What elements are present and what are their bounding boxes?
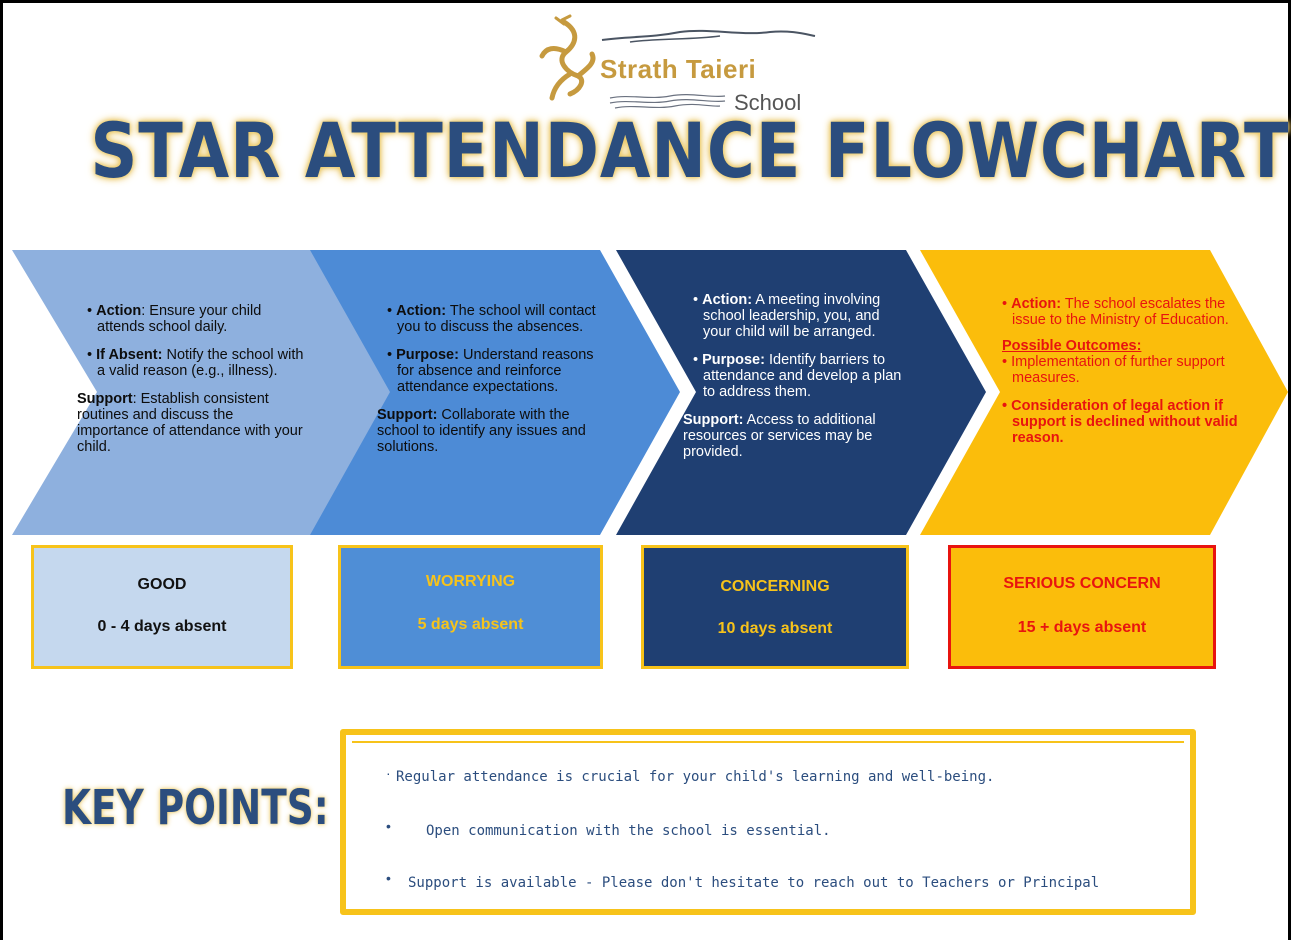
level-days: 0 - 4 days absent xyxy=(97,618,227,635)
purpose-item: • Purpose: Identify barriers to attendan… xyxy=(693,352,902,400)
level-worrying-box: WORRYING 5 days absent xyxy=(338,545,603,669)
level-serious-box: SERIOUS CONCERN 15 + days absent xyxy=(948,545,1216,669)
level-title: WORRYING xyxy=(425,573,516,590)
level-good-box: GOOD 0 - 4 days absent xyxy=(31,545,293,669)
level-days: 5 days absent xyxy=(417,616,524,633)
level-days: 15 + days absent xyxy=(1017,619,1147,636)
chevron-shape xyxy=(616,250,986,535)
stage-good-chevron: • Action: Ensure your child attends scho… xyxy=(12,250,397,535)
chevron-shape xyxy=(12,250,397,535)
absent-item: • If Absent: Notify the school with a va… xyxy=(87,347,304,379)
action-item: • Action: A meeting involving school lea… xyxy=(693,292,881,340)
outcome-item: • Implementation of further support meas… xyxy=(1002,354,1225,386)
level-title: SERIOUS CONCERN xyxy=(1003,575,1161,592)
action-item: • Action: The school escalates the issue… xyxy=(1002,296,1229,328)
logo-subtitle: School xyxy=(734,90,802,115)
stage-serious-chevron: • Action: The school escalates the issue… xyxy=(920,250,1288,535)
support-item: Support: Access to additional resources … xyxy=(683,412,876,460)
key-points-title: KEY POINTS: xyxy=(62,780,329,836)
logo-name: Strath Taieri xyxy=(600,54,757,84)
bullet-icon: · xyxy=(386,765,391,781)
level-concerning-box: CONCERNING 10 days absent xyxy=(641,545,909,669)
bullet-icon: • xyxy=(386,818,391,834)
stage-concerning-chevron: • Action: A meeting involving school lea… xyxy=(616,250,986,535)
action-item: • Action: Ensure your child attends scho… xyxy=(87,303,262,335)
level-days: 10 days absent xyxy=(717,620,833,637)
key-point-item: Open communication with the school is es… xyxy=(426,823,831,839)
action-item: • Action: The school will contact you to… xyxy=(387,303,596,335)
chevron-shape xyxy=(920,250,1288,535)
key-point-item: Regular attendance is crucial for your c… xyxy=(396,769,995,785)
support-item: Support: Establish consistent routines a… xyxy=(77,391,303,455)
page-title: STAR ATTENDANCE FLOWCHART xyxy=(90,106,1290,195)
support-item: Support: Collaborate with the school to … xyxy=(377,407,586,455)
outcomes-heading: Possible Outcomes: xyxy=(1002,338,1142,354)
key-points-box: · Regular attendance is crucial for your… xyxy=(340,729,1196,915)
outcome-item: • Consideration of legal action if suppo… xyxy=(1002,398,1238,446)
level-title: GOOD xyxy=(137,576,187,593)
purpose-item: • Purpose: Understand reasons for absenc… xyxy=(387,347,594,395)
stage-worrying-chevron: • Action: The school will contact you to… xyxy=(310,250,680,535)
level-title: CONCERNING xyxy=(720,578,830,595)
bullet-icon: • xyxy=(386,870,391,886)
lizard-icon xyxy=(539,14,816,109)
school-logo: Strath Taieri School xyxy=(520,14,820,115)
chevron-shape xyxy=(310,250,680,535)
key-point-item: Support is available - Please don't hesi… xyxy=(408,875,1100,891)
